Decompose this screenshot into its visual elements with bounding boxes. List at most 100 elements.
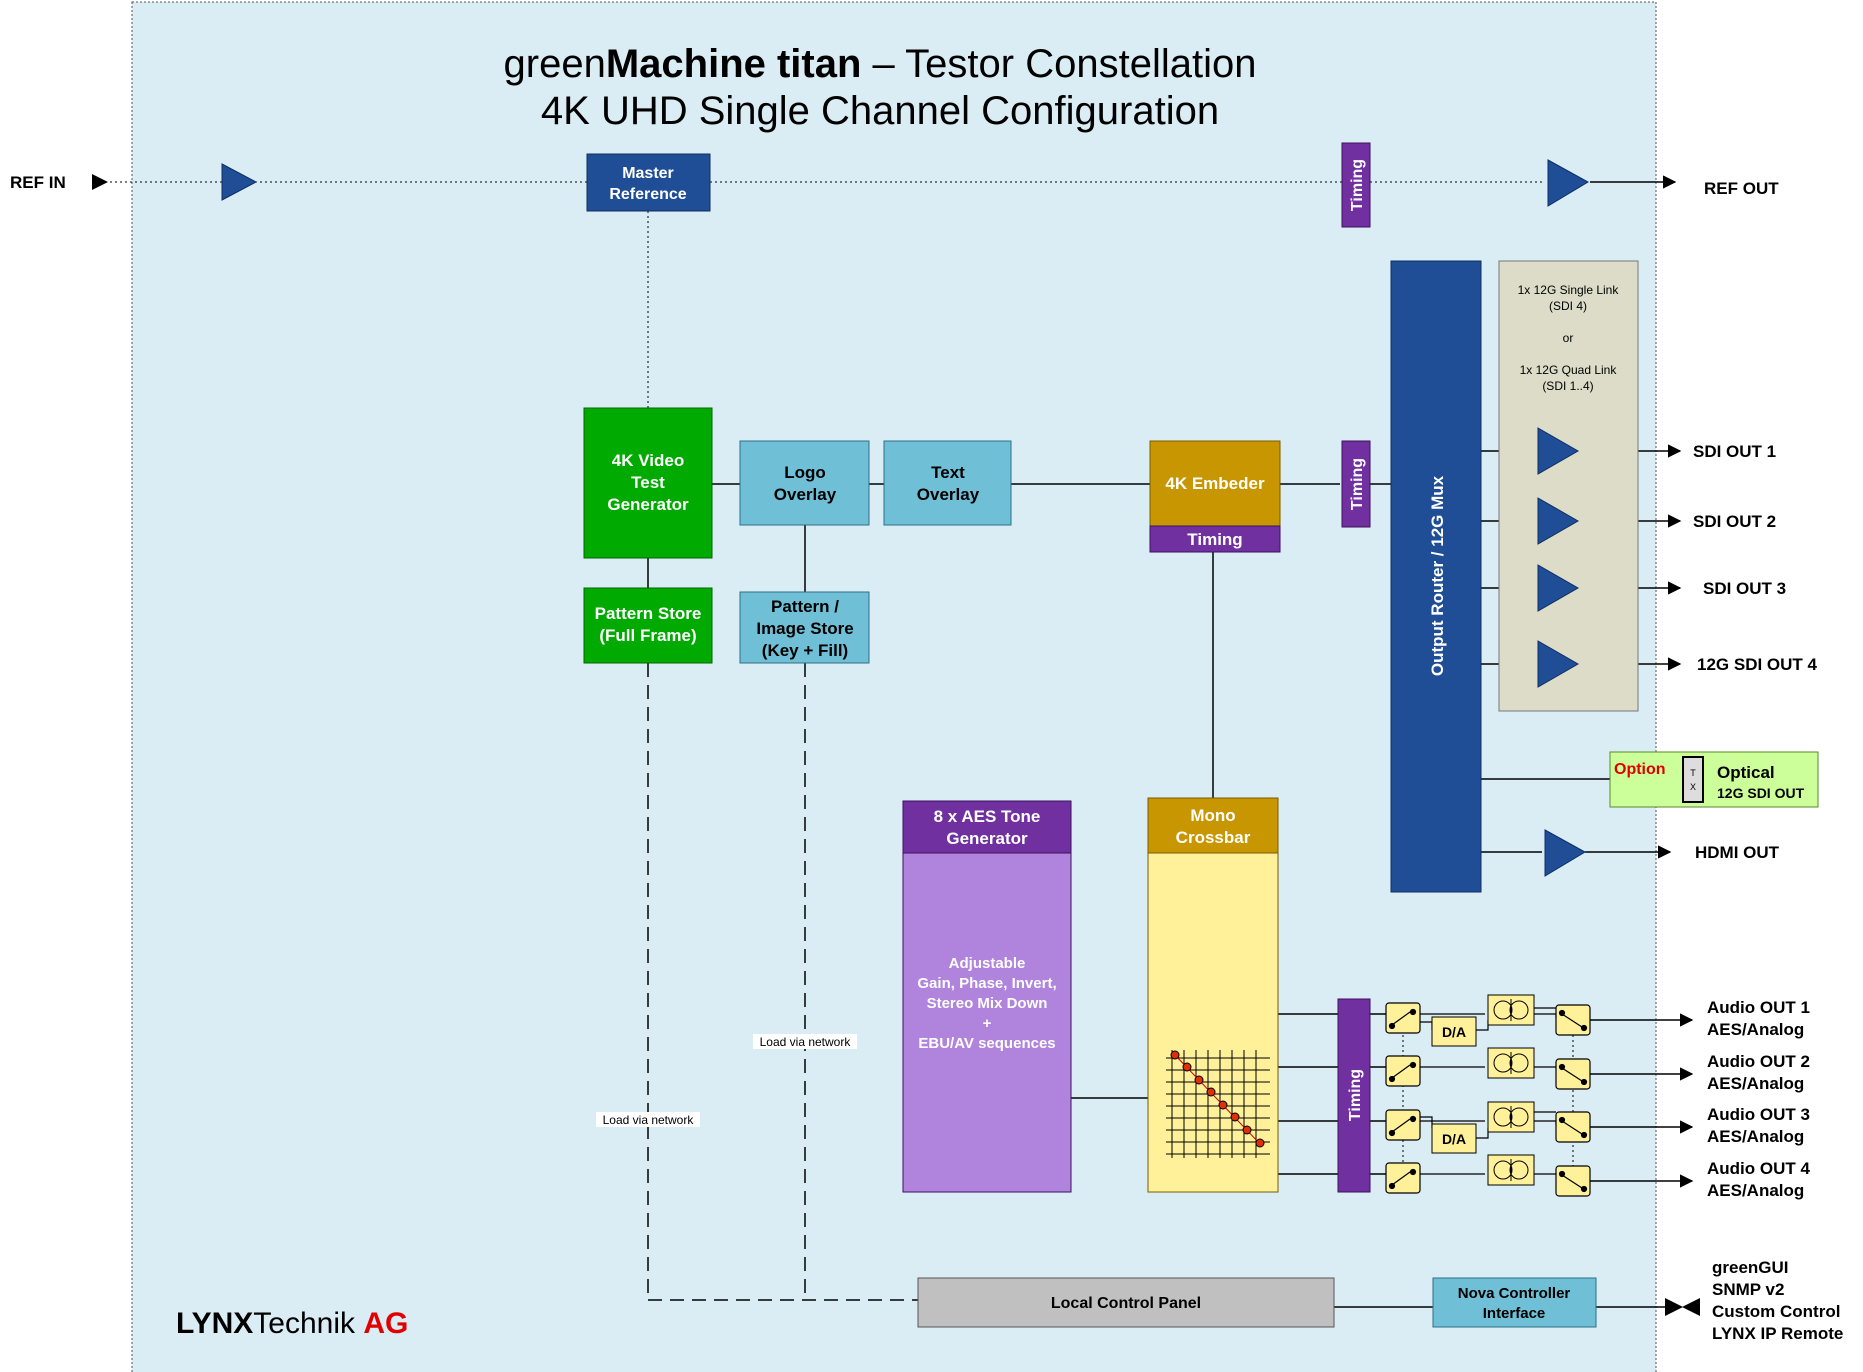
svg-text:(SDI 1..4): (SDI 1..4) (1542, 379, 1593, 393)
svg-text:Local Control Panel: Local Control Panel (1051, 1295, 1201, 1312)
svg-text:AES/Analog: AES/Analog (1707, 1074, 1804, 1093)
svg-text:Optical: Optical (1717, 763, 1775, 782)
load-via-network-note: Load via network (760, 1035, 852, 1049)
master-reference-block: Master Reference (586, 153, 711, 212)
ref-out-amplifier-icon (1547, 159, 1590, 207)
sdi-out-3-amplifier-icon (1537, 564, 1580, 612)
svg-text:Gain, Phase, Invert,: Gain, Phase, Invert, (917, 975, 1056, 992)
svg-text:Test: Test (631, 473, 665, 492)
svg-text:Pattern /: Pattern / (771, 597, 839, 616)
pattern-store-block: Pattern Store (Full Frame) (583, 587, 713, 664)
sdi-out-2-amplifier-icon (1537, 497, 1580, 545)
control-connector-icon (1682, 1298, 1700, 1316)
svg-text:Generator: Generator (607, 495, 689, 514)
da-converter-1: D/A (1431, 1016, 1477, 1047)
svg-text:Timing: Timing (1347, 1069, 1364, 1121)
crossbar-matrix-icon (1166, 1050, 1270, 1158)
svg-text:Master: Master (622, 165, 674, 182)
control-connector-icon (1665, 1298, 1683, 1316)
svg-text:AES/Analog: AES/Analog (1707, 1127, 1804, 1146)
svg-text:Audio OUT 3: Audio OUT 3 (1707, 1105, 1810, 1124)
ref-in-amplifier-icon (221, 163, 258, 201)
svg-text:(Full Frame): (Full Frame) (599, 626, 696, 645)
svg-text:Nova Controller: Nova Controller (1458, 1285, 1571, 1302)
da-converter-2: D/A (1431, 1123, 1477, 1154)
svg-text:1x 12G Quad Link: 1x 12G Quad Link (1520, 363, 1618, 377)
sdi-out-1-amplifier-icon (1537, 427, 1580, 475)
svg-text:Timing: Timing (1349, 458, 1366, 510)
audio-timing-block: Timing (1337, 998, 1371, 1193)
mono-crossbar-block: Mono Crossbar (1147, 797, 1279, 1193)
svg-text:or: or (1563, 331, 1574, 345)
load-via-network-note: Load via network (603, 1113, 695, 1127)
svg-text:Text: Text (931, 463, 965, 482)
svg-text:X: X (1690, 782, 1696, 792)
optical-option-block: Option T X Optical 12G SDI OUT (1609, 751, 1819, 808)
svg-text:Stereo Mix Down: Stereo Mix Down (927, 995, 1048, 1012)
svg-text:+: + (983, 1015, 992, 1032)
svg-text:Audio OUT 4: Audio OUT 4 (1707, 1159, 1810, 1178)
sdi-out-4-label: 12G SDI OUT 4 (1697, 655, 1818, 674)
svg-text:Timing: Timing (1349, 159, 1366, 211)
svg-text:EBU/AV sequences: EBU/AV sequences (918, 1035, 1055, 1052)
svg-text:Timing: Timing (1187, 530, 1242, 549)
transformer-icons (1487, 994, 1535, 1186)
svg-text:Interface: Interface (1483, 1305, 1546, 1322)
svg-text:T: T (1690, 768, 1696, 778)
audio-output-switches (1555, 1004, 1591, 1197)
ref-timing-block: Timing (1341, 142, 1371, 228)
embedder-block: 4K Embeder Timing (1149, 440, 1281, 553)
audio-input-switches (1385, 1002, 1421, 1194)
ref-in-label: REF IN (10, 173, 66, 192)
nova-controller-block: Nova Controller Interface (1432, 1277, 1597, 1328)
svg-text:Reference: Reference (609, 186, 686, 203)
page-title: greenMachine titan – Testor Constellatio… (504, 42, 1257, 86)
aes-tone-generator-block: 8 x AES Tone Generator Adjustable Gain, … (902, 800, 1072, 1193)
logo-overlay-block: Logo Overlay (739, 440, 870, 526)
local-control-panel-block: Local Control Panel (917, 1277, 1335, 1328)
svg-text:D/A: D/A (1442, 1131, 1466, 1147)
svg-text:Logo: Logo (784, 463, 826, 482)
svg-text:Audio OUT 2: Audio OUT 2 (1707, 1052, 1810, 1071)
svg-text:Overlay: Overlay (774, 485, 837, 504)
video-timing-block: Timing (1341, 440, 1371, 528)
svg-text:Crossbar: Crossbar (1176, 828, 1251, 847)
svg-text:AES/Analog: AES/Analog (1707, 1181, 1804, 1200)
svg-text:Custom Control: Custom Control (1712, 1302, 1840, 1321)
svg-text:Option: Option (1614, 761, 1666, 778)
svg-text:(Key + Fill): (Key + Fill) (762, 641, 848, 660)
svg-text:(SDI 4): (SDI 4) (1549, 299, 1587, 313)
svg-text:8 x AES Tone: 8 x AES Tone (934, 807, 1041, 826)
ref-out-label: REF OUT (1704, 179, 1779, 198)
svg-text:4K Embeder: 4K Embeder (1165, 474, 1265, 493)
svg-text:1x 12G Single Link: 1x 12G Single Link (1518, 283, 1620, 297)
hdmi-out-label: HDMI OUT (1695, 843, 1780, 862)
link-mode-panel: 1x 12G Single Link (SDI 4) or 1x 12G Qua… (1498, 260, 1639, 712)
svg-text:D/A: D/A (1442, 1024, 1466, 1040)
svg-text:Image Store: Image Store (756, 619, 853, 638)
video-test-generator-block: 4K Video Test Generator (583, 407, 713, 559)
svg-text:LYNX IP Remote: LYNX IP Remote (1712, 1324, 1843, 1343)
svg-text:Overlay: Overlay (917, 485, 980, 504)
svg-text:Audio OUT 1: Audio OUT 1 (1707, 998, 1810, 1017)
svg-text:12G SDI OUT: 12G SDI OUT (1717, 785, 1805, 801)
sdi-out-3-label: SDI OUT 3 (1703, 579, 1786, 598)
audio-out-labels: Audio OUT 1 AES/Analog Audio OUT 2 AES/A… (1707, 998, 1810, 1200)
page-subtitle: 4K UHD Single Channel Configuration (541, 89, 1219, 133)
svg-text:Mono: Mono (1190, 806, 1235, 825)
sdi-out-4-amplifier-icon (1537, 640, 1580, 688)
svg-text:greenGUI: greenGUI (1712, 1258, 1789, 1277)
control-interfaces-label: greenGUI SNMP v2 Custom Control LYNX IP … (1712, 1258, 1843, 1343)
ref-in-connector-icon (92, 174, 108, 190)
svg-text:SNMP v2: SNMP v2 (1712, 1280, 1784, 1299)
svg-text:Adjustable: Adjustable (949, 955, 1026, 972)
output-router-block: Output Router / 12G Mux (1390, 260, 1482, 893)
sdi-out-1-label: SDI OUT 1 (1693, 442, 1776, 461)
hdmi-out-amplifier-icon (1544, 829, 1587, 877)
image-store-block: Pattern / Image Store (Key + Fill) (739, 591, 870, 664)
sdi-out-2-label: SDI OUT 2 (1693, 512, 1776, 531)
lynx-technik-logo: LYNXTechnik AG (176, 1307, 408, 1340)
text-overlay-block: Text Overlay (883, 440, 1012, 526)
svg-text:Output Router / 12G Mux: Output Router / 12G Mux (1428, 475, 1447, 676)
